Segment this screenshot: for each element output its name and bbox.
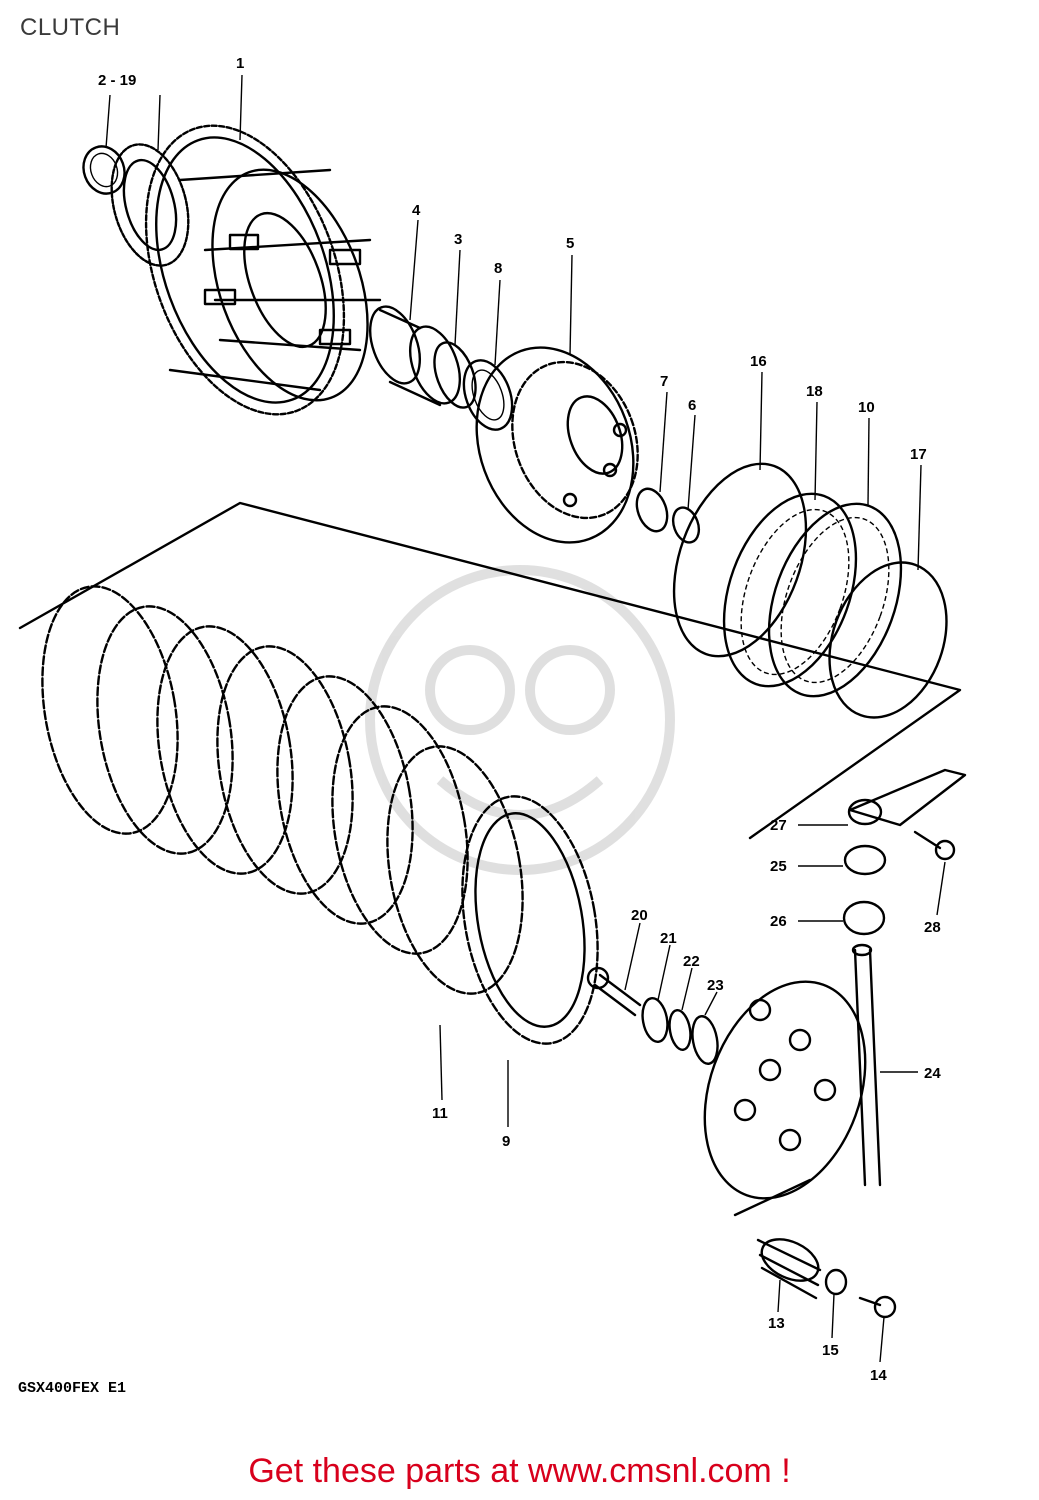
gear-19: [110, 143, 190, 267]
callout-24: 24: [924, 1065, 941, 1082]
washer-22: [668, 1009, 692, 1051]
callout-6: 6: [688, 397, 696, 414]
callout-26: 26: [770, 913, 787, 930]
pushrod-20: [586, 966, 642, 1017]
bolt-14: [858, 1295, 897, 1319]
page-title: CLUTCH: [20, 14, 121, 41]
callout-7: 7: [660, 373, 668, 390]
callout-23: 23: [707, 977, 724, 994]
callout-11: 11: [432, 1105, 448, 1122]
release-shaft-24: [851, 943, 882, 1187]
bearing-21: [641, 997, 669, 1043]
callout-5: 5: [566, 235, 574, 252]
seat-17: [828, 561, 948, 719]
callout-3: 3: [454, 231, 462, 248]
plate-18: [722, 492, 858, 688]
sleeve-4: [369, 305, 461, 407]
callout-8: 8: [494, 260, 502, 277]
plate-10: [767, 502, 903, 698]
seal-25: [843, 844, 887, 876]
callout-22: 22: [683, 953, 700, 970]
stack-bracket: [18, 501, 962, 840]
seal-26: [842, 900, 886, 936]
washer-7: [635, 487, 669, 533]
bearing-3: [433, 341, 477, 409]
callout-18: 18: [806, 383, 823, 400]
clutch-exploded-diagram: 2 - 19 1 4 3 8 5 7 6 16 18 10 17 27 25 2…: [18, 55, 967, 1384]
pressure-plate: [703, 980, 867, 1217]
lever-27: [847, 768, 967, 827]
callout-14: 14: [870, 1367, 887, 1384]
callout-16: 16: [750, 353, 767, 370]
model-code: GSX400FEX E1: [18, 1380, 127, 1397]
callout-20: 20: [631, 907, 648, 924]
callout-21: 21: [660, 930, 677, 947]
washer-23: [691, 1015, 719, 1065]
callout-27: 27: [770, 817, 787, 834]
callout-9: 9: [502, 1133, 510, 1150]
promo-link-text[interactable]: Get these parts at www.cmsnl.com !: [248, 1452, 791, 1490]
spring-13: [756, 1238, 822, 1300]
spring-ring-16: [672, 462, 808, 658]
callout-13: 13: [768, 1315, 785, 1332]
callout-25: 25: [770, 858, 787, 875]
callout-15: 15: [822, 1342, 839, 1359]
clutch-housing-1: [144, 124, 382, 416]
washer-15: [824, 1268, 848, 1296]
leader-lines: [105, 74, 946, 1363]
nut-6: [671, 506, 701, 544]
callout-labels: 2 - 19 1 4 3 8 5 7 6 16 18 10 17 27 25 2…: [98, 55, 941, 1384]
callout-17: 17: [910, 446, 927, 463]
washer-8: [462, 359, 514, 431]
bolt-28: [913, 830, 956, 861]
callout-1: 1: [236, 55, 244, 72]
callout-4: 4: [412, 202, 421, 219]
callout-28: 28: [924, 919, 941, 936]
callout-10: 10: [858, 399, 875, 416]
clutch-hub-5: [475, 346, 639, 544]
plate-stack: [41, 585, 599, 1045]
callout-2-19: 2 - 19: [98, 72, 136, 89]
